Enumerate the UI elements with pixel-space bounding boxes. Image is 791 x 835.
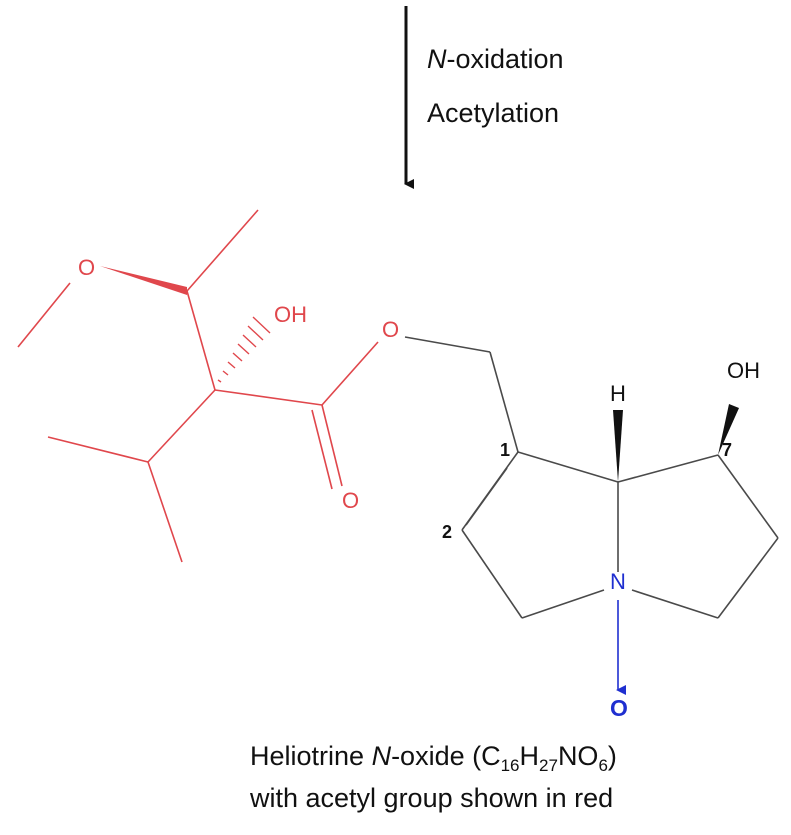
atom-o-noxide: O (610, 695, 628, 721)
step-label-n-oxidation: N-oxidation (427, 44, 564, 74)
locant-1: 1 (500, 440, 510, 460)
atom-oh-ring: OH (727, 358, 760, 383)
caption-line-2: with acetyl group shown in red (250, 783, 614, 813)
atom-oh-side: OH (274, 302, 307, 327)
wedge-bond-h (613, 410, 623, 482)
locant-7: 7 (722, 440, 732, 460)
caption-line-1: Heliotrine N-oxide (C16H27NO6) (250, 741, 617, 775)
acetyl-group (17, 209, 379, 563)
atom-o-carbonyl: O (342, 488, 359, 513)
step-label-acetylation: Acetylation (427, 98, 560, 128)
atom-o-ester: O (382, 317, 399, 342)
atom-h-bridge: H (610, 381, 626, 406)
atom-o-methoxy: O (78, 255, 95, 280)
wedge-bond-oh-ring (718, 404, 739, 455)
hash-bond-oh (217, 316, 271, 383)
wedge-bond-methoxy (100, 266, 187, 295)
pyrrolizidine-core (404, 336, 779, 619)
atom-n-ring: N (610, 569, 626, 594)
locant-2: 2 (442, 522, 452, 542)
